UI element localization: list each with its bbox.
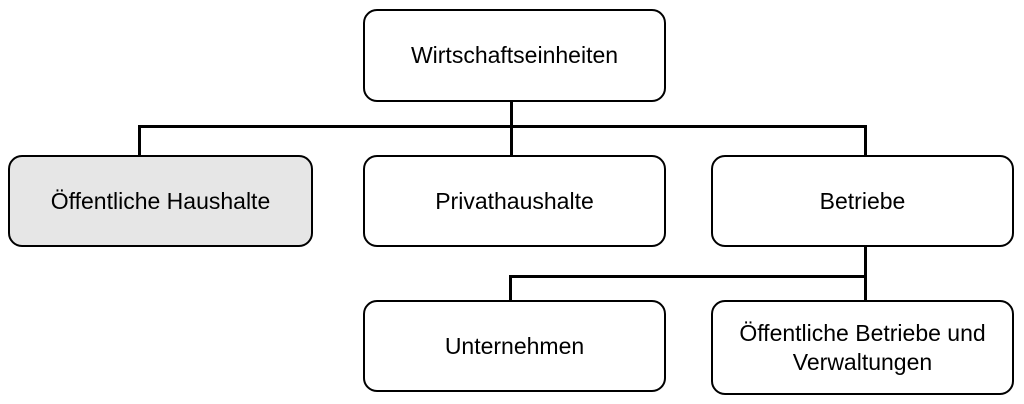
connector-level2-horizontal <box>509 275 867 278</box>
node-wirtschaftseinheiten: Wirtschaftseinheiten <box>363 9 666 102</box>
connector-drop-private-households <box>510 125 513 155</box>
node-oeffentliche-haushalte: Öffentliche Haushalte <box>8 155 313 247</box>
connector-enterprises-stem <box>864 247 867 300</box>
node-label: Wirtschaftseinheiten <box>410 42 619 69</box>
connector-drop-enterprises <box>864 125 867 155</box>
node-label: Privathaushalte <box>435 187 594 214</box>
connector-drop-public-households <box>138 125 141 155</box>
node-betriebe: Betriebe <box>711 155 1014 247</box>
node-label: Unternehmen <box>444 332 585 359</box>
connector-level1-horizontal <box>138 125 867 128</box>
node-label: Öffentliche Betriebe und Verwaltungen <box>739 320 986 375</box>
connector-root-stem <box>510 101 513 128</box>
connector-drop-companies <box>509 275 512 300</box>
node-oeffentliche-betriebe-und-verwaltungen: Öffentliche Betriebe und Verwaltungen <box>711 300 1014 395</box>
node-unternehmen: Unternehmen <box>363 300 666 392</box>
node-label: Betriebe <box>819 187 906 214</box>
node-label: Öffentliche Haushalte <box>50 187 271 214</box>
node-privathaushalte: Privathaushalte <box>363 155 666 247</box>
